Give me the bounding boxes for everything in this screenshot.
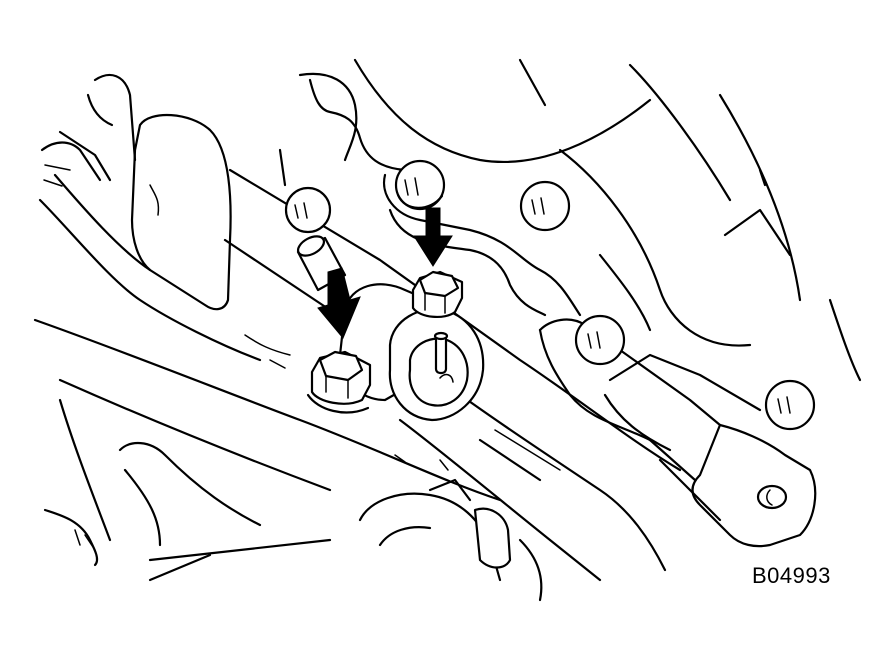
bolt-4 <box>574 314 626 366</box>
bolt-5 <box>764 379 816 431</box>
arrow-indicator-left <box>317 267 361 339</box>
sensor-assembly <box>338 283 485 422</box>
hex-bolt-right <box>411 270 464 318</box>
arrow-indicator-right <box>413 207 453 267</box>
figure-code-label: B04993 <box>752 563 831 588</box>
shift-rail <box>33 168 682 582</box>
lower-housing <box>43 398 332 582</box>
bolt-1 <box>394 159 446 211</box>
detail-lines <box>244 148 449 471</box>
bolt-heads <box>284 159 816 431</box>
bolt-3 <box>519 180 571 232</box>
left-bracket <box>38 130 262 362</box>
bolt-2 <box>284 186 332 234</box>
cylinder-housing <box>358 478 543 602</box>
hex-bolt-left <box>306 350 372 414</box>
side-cover <box>130 113 232 311</box>
